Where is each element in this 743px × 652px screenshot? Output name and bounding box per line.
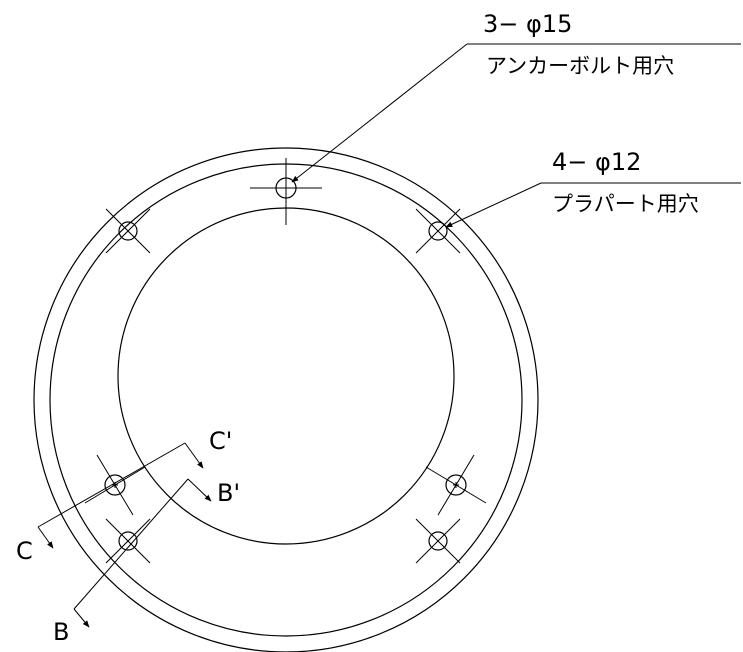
parapet-callout: 4− φ12 プラパート用穴: [445, 148, 741, 228]
anchor-spec-label: 3− φ15: [483, 10, 572, 38]
section-b-prime-label: B': [217, 479, 240, 507]
section-c-label: C: [16, 537, 33, 565]
anchor-hole-top: [250, 158, 322, 225]
anchor-callout: 3− φ15 アンカーボルト用穴: [291, 10, 741, 183]
section-line-b: B' B: [53, 478, 240, 646]
anchor-hole-left: [84, 454, 146, 516]
parapet-hole-upper-left: [105, 208, 151, 254]
parapet-hole-lower-left: [105, 518, 151, 564]
outer-rim-circle: [49, 163, 523, 637]
inner-opening-circle: [117, 207, 455, 545]
anchor-desc-label: アンカーボルト用穴: [486, 54, 674, 78]
parapet-desc-label: プラパート用穴: [552, 192, 699, 216]
parapet-hole-upper-right: [415, 208, 461, 254]
section-b-label: B: [53, 618, 69, 646]
outer-circle: [33, 147, 539, 652]
parapet-spec-label: 4− φ12: [552, 148, 641, 176]
parapet-hole-lower-right: [415, 518, 461, 564]
section-line-c: C' C: [16, 427, 232, 565]
anchor-hole-right: [425, 454, 487, 516]
section-c-prime-label: C': [209, 427, 232, 455]
